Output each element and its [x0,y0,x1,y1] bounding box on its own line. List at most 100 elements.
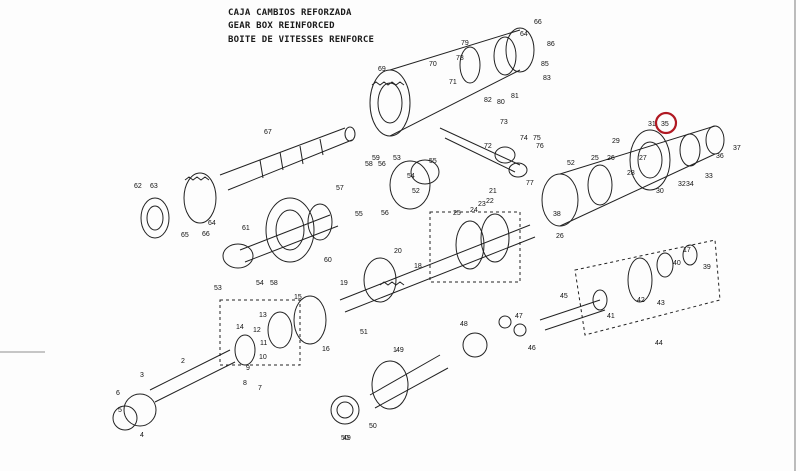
part-callout-55: 55 [429,158,437,165]
part-callout-1: 1 [393,347,397,354]
part-group-right-lower-40 [539,239,721,336]
part-callout-74: 74 [520,135,528,142]
part-callout-2: 2 [181,358,185,365]
part-callout-54: 54 [256,280,264,287]
part-callout-34: 34 [686,181,694,188]
part-callout-48: 48 [460,321,468,328]
part-callout-11: 11 [260,340,267,347]
part-callout-77: 77 [526,180,534,187]
part-callout-59: 59 [372,155,380,162]
part-group-lower-46 [330,315,527,425]
part-callout-56: 56 [381,210,389,217]
part-group-linkage-73 [439,127,528,178]
part-callout-37: 37 [733,145,741,152]
part-callout-57: 57 [336,185,344,192]
part-callout-33: 33 [705,173,713,180]
part-callout-18: 18 [414,263,422,270]
part-callout-19: 19 [340,280,348,287]
part-callout-54: 54 [407,173,415,180]
part-callout-16: 16 [322,346,330,353]
part-callout-49: 49 [396,347,404,354]
part-callout-58: 58 [270,280,278,287]
part-callout-40: 40 [673,260,681,267]
part-callout-46: 46 [528,345,536,352]
part-group-middle-52 [222,159,440,269]
part-callout-85: 85 [541,61,549,68]
part-main-shaft-67 [219,126,356,191]
part-callout-71: 71 [449,79,457,86]
part-callout-15: 15 [294,294,302,301]
part-callout-56: 56 [378,161,386,168]
part-callout-58: 58 [365,161,373,168]
part-callout-70: 70 [429,61,437,68]
part-callout-49: 49 [343,435,351,442]
part-callout-64: 64 [208,220,216,227]
part-callout-81: 81 [511,93,519,100]
part-callout-26: 26 [556,233,564,240]
diagram-title-es: CAJA CAMBIOS REFORZADA [228,8,352,18]
part-callout-69: 69 [378,66,386,73]
part-callout-82: 82 [484,97,492,104]
part-callout-27: 27 [639,155,647,162]
part-callout-43: 43 [657,300,665,307]
part-callout-29: 29 [612,138,620,145]
part-callout-76: 76 [536,143,544,150]
part-callout-24: 24 [470,207,478,214]
part-callout-64: 64 [520,31,528,38]
part-callout-55: 55 [355,211,363,218]
part-callout-53: 53 [214,285,222,292]
part-callout-4: 4 [140,432,144,439]
part-callout-65: 65 [181,232,189,239]
part-callout-13: 13 [259,312,267,319]
diagram-title-en: GEAR BOX REINFORCED [228,21,335,31]
part-callout-47: 47 [515,313,523,320]
part-callout-42: 42 [637,297,645,304]
part-callout-45: 45 [560,293,568,300]
highlight-label: 35 [661,121,669,128]
part-callout-3: 3 [140,372,144,379]
part-callout-25: 25 [591,155,599,162]
part-callout-50: 50 [341,435,349,442]
part-callout-22: 22 [486,198,494,205]
part-callout-5: 5 [118,407,122,414]
part-callout-80: 80 [497,99,505,106]
part-callout-36: 36 [716,153,724,160]
part-callout-32: 32 [678,181,686,188]
part-callout-28: 28 [627,170,635,177]
diagram-title-fr: BOITE DE VITESSES RENFORCE [228,35,375,45]
part-callout-86: 86 [547,41,555,48]
part-group-input-shaft-1 [112,281,405,431]
part-callout-51: 51 [0,0,8,2]
part-callout-31: 31 [648,121,656,128]
part-callout-21: 21 [489,188,497,195]
part-callout-79: 79 [461,40,469,47]
part-callout-7: 7 [258,385,262,392]
part-callout-23: 23 [478,201,486,208]
part-callout-14: 14 [236,324,244,331]
part-callout-8: 8 [243,380,247,387]
part-callout-62: 62 [134,183,142,190]
part-callout-26: 26 [607,155,615,162]
part-callout-30: 30 [656,188,664,195]
part-callout-52: 52 [412,188,420,195]
part-callout-66: 66 [534,19,542,26]
part-group-right-25 [541,125,725,227]
part-callout-39: 39 [703,264,711,271]
part-callout-78: 78 [456,55,464,62]
part-callout-10: 10 [259,354,267,361]
part-callout-44: 44 [655,340,663,347]
part-callout-83: 83 [543,75,551,82]
part-callout-9: 9 [246,365,250,372]
part-callout-25: 25 [453,210,461,217]
part-callout-66: 66 [202,231,210,238]
part-group-left-62 [140,172,217,239]
part-callout-61: 61 [242,225,250,232]
part-callout-72: 72 [484,143,492,150]
part-callout-6: 6 [116,390,120,397]
part-callout-63: 63 [150,183,158,190]
part-callout-17: 17 [683,247,691,254]
part-callout-12: 12 [253,327,261,334]
part-callout-51: 51 [360,329,368,336]
